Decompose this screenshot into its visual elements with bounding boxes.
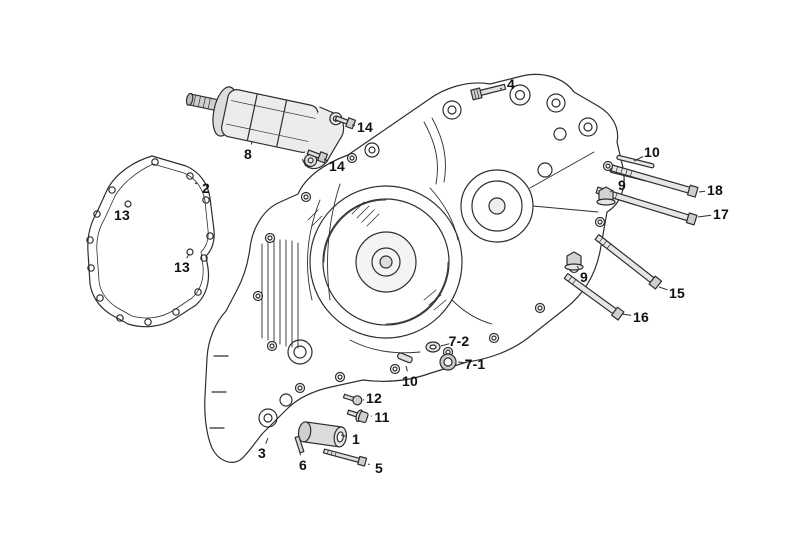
- bolt-14-upper: [334, 115, 356, 130]
- part-callout-2: 2: [202, 180, 210, 196]
- part-callout-11: 11: [374, 409, 390, 425]
- callout-leader-line: [265, 437, 269, 444]
- part-callout-3: 3: [258, 445, 266, 461]
- callout-leader-line: [658, 286, 668, 291]
- starter-motor: [185, 86, 345, 170]
- bushing-1: [297, 421, 347, 448]
- flange-bolt-11: [346, 409, 369, 424]
- part-callout-14: 14: [329, 158, 345, 174]
- part-callout-17: 17: [713, 206, 729, 222]
- callout-leader-line: [457, 361, 466, 364]
- crankcase-body: [204, 73, 625, 463]
- bolt-5: [322, 448, 368, 467]
- gasket-bolt-holes: [86, 158, 214, 326]
- part-callout-9: 9: [580, 269, 588, 285]
- oil-seal-7-1: [439, 353, 457, 371]
- bolt-4: [470, 83, 507, 101]
- part-callout-9: 9: [618, 177, 626, 193]
- case-ribs: [261, 117, 599, 354]
- callout-leader-line: [351, 124, 356, 126]
- part-callout-15: 15: [669, 285, 685, 301]
- part-callout-7-1: 7-1: [464, 356, 486, 372]
- callout-leader-line: [576, 265, 580, 269]
- screw-12: [342, 393, 363, 406]
- callout-leader-line: [323, 158, 329, 162]
- callout-leader-line: [440, 343, 450, 347]
- callout-leader-line: [367, 463, 370, 466]
- dowel-pin-10-lower: [397, 352, 413, 364]
- part-callout-8: 8: [244, 146, 252, 162]
- callout-leader-line: [633, 156, 644, 162]
- stud-bolt-16: [563, 272, 625, 321]
- callout-leader-line: [698, 190, 706, 193]
- part-callout-5: 5: [375, 460, 383, 476]
- part-callout-10: 10: [402, 373, 418, 389]
- stud-bolt-15: [594, 234, 663, 290]
- part-callout-7-2: 7-2: [448, 333, 470, 349]
- callout-leader-line: [697, 214, 712, 218]
- part-callout-13: 13: [174, 259, 190, 275]
- callout-leader-line: [299, 452, 302, 456]
- bolt-14-lower: [306, 149, 328, 164]
- part-callout-13: 13: [114, 207, 130, 223]
- part-callout-14: 14: [357, 119, 373, 135]
- part-callout-16: 16: [633, 309, 649, 325]
- washer-7-2: [425, 341, 441, 353]
- stud-bolt-18: [610, 164, 699, 198]
- part-callout-4: 4: [507, 76, 515, 92]
- flange-nut-9-upper: [596, 186, 616, 206]
- callout-leader-line: [609, 189, 614, 193]
- callout-leader-line: [186, 253, 190, 259]
- callout-leader-line: [499, 87, 503, 90]
- gasket-outline: [86, 155, 215, 328]
- callout-leader-line: [621, 313, 632, 316]
- part-callout-12: 12: [366, 390, 382, 406]
- part-callout-6: 6: [299, 457, 307, 473]
- part-callout-18: 18: [707, 182, 723, 198]
- hatching: [307, 201, 447, 311]
- callout-leader-line: [250, 141, 253, 145]
- callout-leader-line: [405, 365, 408, 372]
- stud-6: [294, 435, 305, 454]
- callout-leader-line: [194, 182, 198, 185]
- part-callout-1: 1: [352, 431, 360, 447]
- callout-leader-line: [127, 205, 129, 207]
- callout-leader-line: [340, 434, 347, 437]
- part-callout-10: 10: [644, 144, 660, 160]
